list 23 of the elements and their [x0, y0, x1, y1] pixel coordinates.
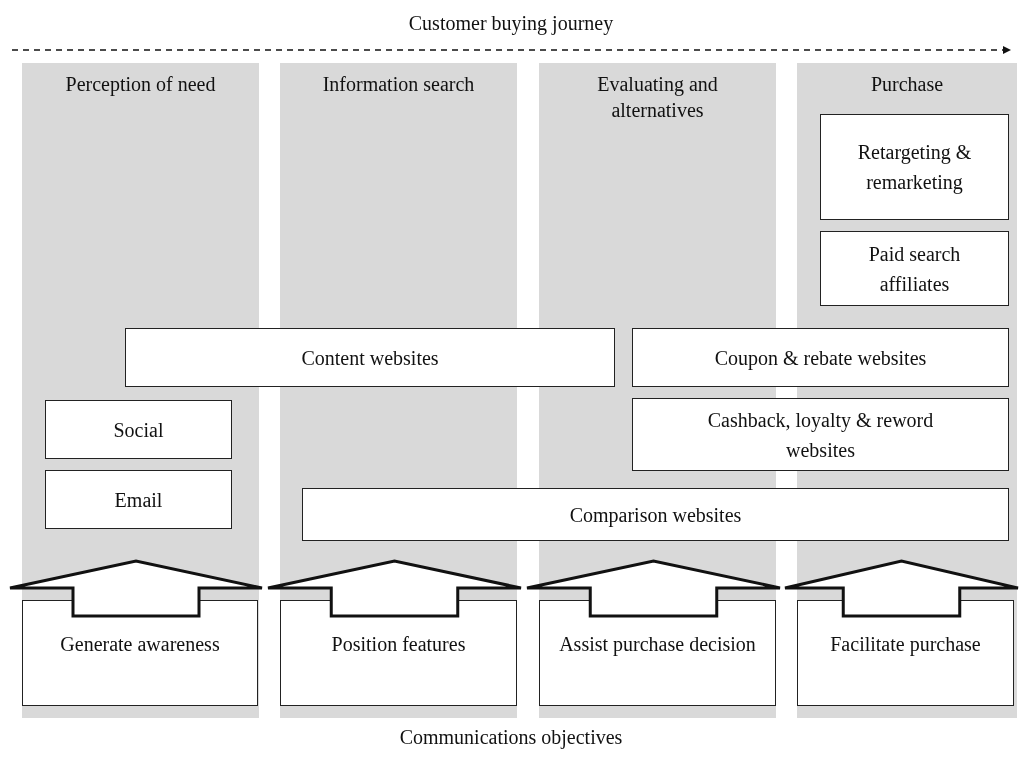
- channel-box: Cashback, loyalty & reword websites: [632, 398, 1009, 471]
- channel-box: Paid search affiliates: [820, 231, 1009, 306]
- objective-box: Assist purchase decision: [539, 600, 776, 706]
- axis-label: Communications objectives: [399, 726, 623, 748]
- channel-box: Comparison websites: [302, 488, 1009, 541]
- channel-box: Coupon & rebate websites: [632, 328, 1009, 387]
- stage-heading: Purchase: [870, 73, 944, 95]
- block-arrow: [783, 559, 1020, 618]
- objective-box: Facilitate purchase: [797, 600, 1014, 706]
- stage-column: [22, 63, 259, 718]
- objective-box: Generate awareness: [22, 600, 258, 706]
- stage-heading: Evaluating and alternatives: [597, 73, 718, 121]
- stage-heading: Perception of need: [65, 73, 216, 95]
- objective-box: Position features: [280, 600, 517, 706]
- axis-label: Customer buying journey: [408, 12, 614, 34]
- channel-box: Email: [45, 470, 232, 529]
- channel-box: Retargeting & remarketing: [820, 114, 1009, 220]
- block-arrow: [8, 559, 264, 618]
- channel-box: Social: [45, 400, 232, 459]
- block-arrow: [525, 559, 782, 618]
- stage-heading: Information search: [322, 73, 475, 95]
- channel-box: Content websites: [125, 328, 615, 387]
- block-arrow: [266, 559, 523, 618]
